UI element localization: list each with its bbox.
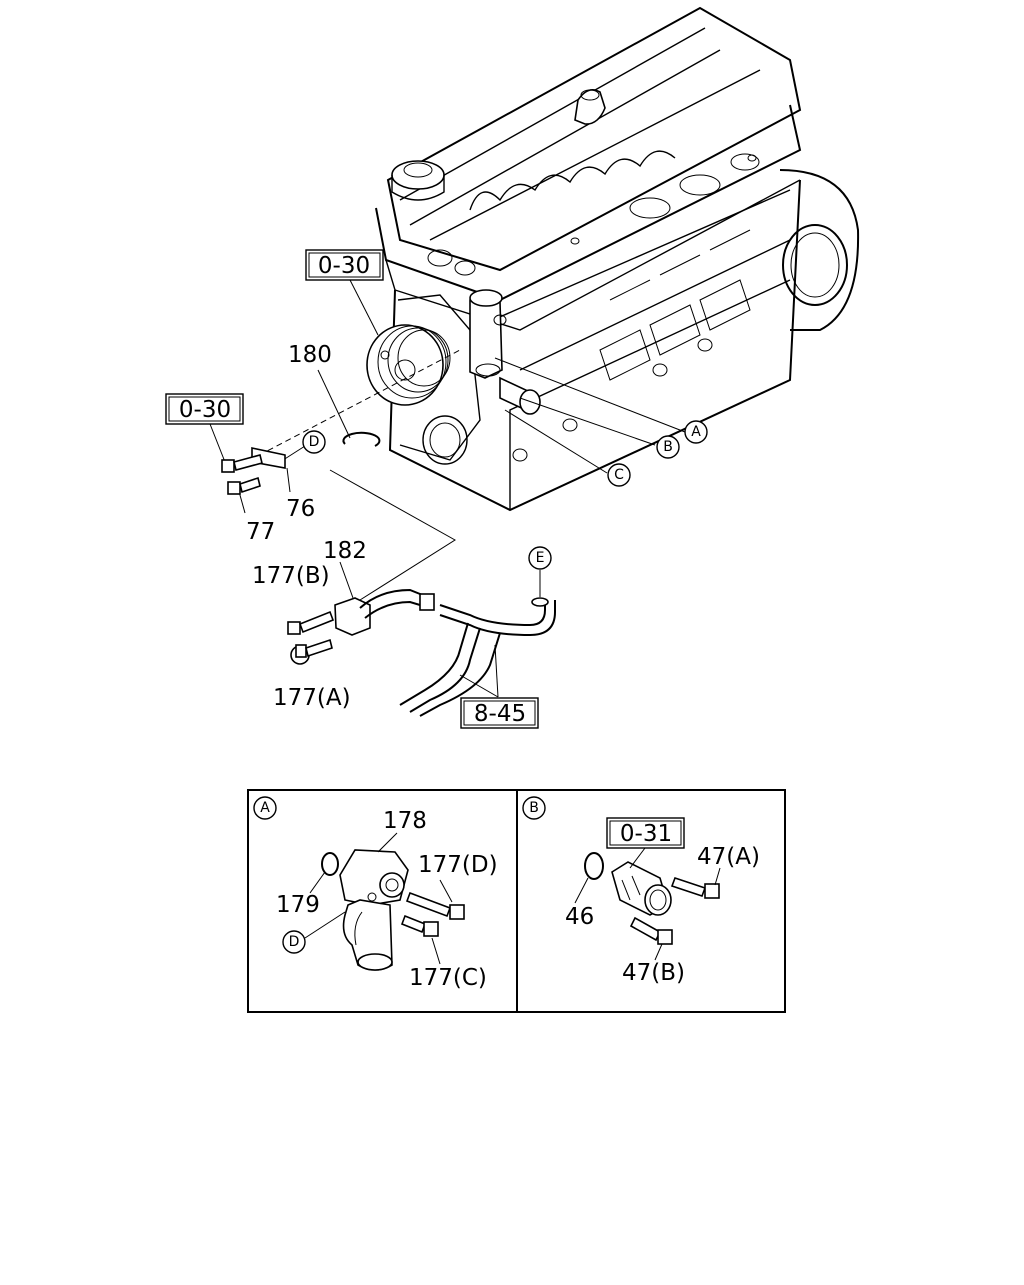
crank-pulley [366,324,451,406]
ref-label-0-30-left: 0-30 [179,397,231,423]
label-77: 77 [246,519,275,545]
pipe-assembly-182 [334,588,556,717]
svg-text:D: D [289,934,300,950]
ref-label-0-31: 0-31 [620,821,672,847]
detail-panel-B: B 0-31 46 47(A) 47(B) [522,796,760,986]
bolt-77 [227,476,261,495]
cover-lobes [469,150,676,211]
bolt-177C [400,914,439,937]
label-47B: 47(B) [622,960,685,986]
svg-text:E: E [536,550,545,566]
bolt-177D [405,891,465,920]
label-177D: 177(D) [418,852,498,878]
svg-text:A: A [260,800,270,816]
label-177C: 177(C) [409,965,487,991]
detail-panels [247,789,786,1013]
bolt-47A [670,876,720,899]
o-ring-179 [321,852,339,876]
bolt-177B [287,610,335,635]
svg-text:B: B [529,800,539,816]
detail-panel-A: A 178 177(D) 179 177(C [253,796,498,991]
callout-E: E [528,546,552,570]
water-outlet-0-31 [611,861,672,916]
bolt-upper-left [221,454,263,473]
leader-lines [209,279,686,698]
exploded-parts [221,431,556,717]
o-ring-180 [342,431,381,447]
bolt-177A [290,638,333,665]
detail-B-marker: B [522,796,546,820]
rocker-cover-ribs [399,27,761,241]
block-edge [509,279,791,510]
head-lower-edge [385,179,801,331]
block-side-panels [512,229,751,462]
callout-A: A [684,420,708,444]
label-177B: 177(B) [252,563,330,589]
label-179: 179 [276,892,320,918]
svg-text:C: C [614,467,624,483]
engine-block [366,6,860,512]
bolt-47B [629,916,673,945]
thermostat-housing-178 [339,849,409,971]
oil-filler-cap [391,160,445,201]
block-ribs [469,189,791,371]
breather-outlet [574,89,606,125]
rocker-cover [386,6,802,272]
thermostat-housing-installed [469,289,507,379]
label-180: 180 [288,342,332,368]
label-178: 178 [383,808,427,834]
callout-B: B [656,435,680,459]
ref-label-8-45: 8-45 [474,701,526,727]
flywheel-housing [779,169,860,331]
callout-D: D [302,430,326,454]
label-46: 46 [565,904,594,930]
water-outlet-installed [499,376,541,415]
ref-box-0-30-top: 0-30 [305,249,384,281]
callout-C: C [607,463,631,487]
o-ring-46 [584,852,604,880]
ref-box-0-31: 0-31 [606,817,685,849]
ref-box-8-45: 8-45 [460,697,539,729]
label-47A: 47(A) [697,844,760,870]
manifold-ports [427,153,760,276]
ref-label-0-30-top: 0-30 [318,253,370,279]
detail-A-callout-D: D [282,930,306,954]
front-cover [397,294,481,465]
label-182: 182 [323,538,367,564]
cylinder-head-edge [375,104,802,302]
label-76: 76 [286,496,315,522]
label-177A: 177(A) [273,685,351,711]
svg-text:D: D [309,434,320,450]
ref-box-0-30-left: 0-30 [165,393,244,425]
svg-text:A: A [691,424,701,440]
svg-text:B: B [663,439,673,455]
detail-A-marker: A [253,796,277,820]
